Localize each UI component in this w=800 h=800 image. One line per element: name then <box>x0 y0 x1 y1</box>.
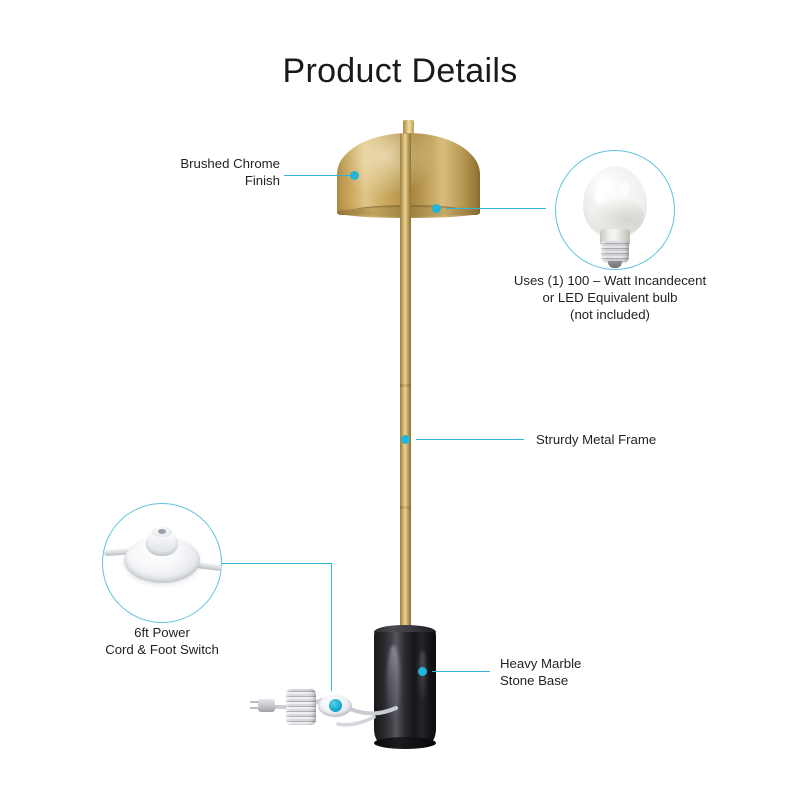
lamp-base-bottom <box>374 737 436 749</box>
lamp-pole <box>400 134 411 640</box>
lamp-pole-seam-upper <box>400 384 411 387</box>
annotation-line: Finish <box>244 173 280 188</box>
leader-line-cord-horizontal <box>222 563 332 564</box>
annotation-line: 6ft Power <box>134 625 190 640</box>
annotation-brushed-chrome-finish: Brushed Chrome Finish <box>120 155 280 189</box>
annotation-line: (not included) <box>570 307 650 322</box>
annotation-line: Uses (1) 100 – Watt Incandecent <box>513 273 707 288</box>
annotation-line: Stone Base <box>500 673 569 688</box>
coiled-cord <box>286 689 316 725</box>
leader-line-bulb <box>446 208 546 209</box>
lamp-marble-base <box>374 632 436 745</box>
page-title: Product Details <box>282 52 518 90</box>
annotation-line: Heavy Marble <box>500 656 582 671</box>
lamp-finial <box>403 120 414 136</box>
marker-dot-pole <box>401 435 410 444</box>
marker-dot-base <box>418 667 427 676</box>
plug-prong-upper <box>250 701 259 703</box>
lamp-base-highlight-secondary <box>419 650 426 702</box>
marker-dot-lamp-shade <box>350 171 359 180</box>
annotation-power-cord-switch: 6ft Power Cord & Foot Switch <box>45 624 279 658</box>
marker-dot-bulb <box>432 204 441 213</box>
leader-line-brushed-chrome <box>284 175 350 176</box>
annotation-marble-stone-base: Heavy Marble Stone Base <box>500 655 680 689</box>
leader-line-metal-frame <box>416 439 524 440</box>
lamp-base-highlight <box>387 645 400 723</box>
annotation-sturdy-metal-frame: Strurdy Metal Frame <box>536 431 756 448</box>
foot-switch-button <box>329 699 342 712</box>
annotation-line: Brushed Chrome <box>180 156 280 171</box>
annotation-line: Cord & Foot Switch <box>105 642 219 657</box>
plug-prong-lower <box>250 707 259 709</box>
power-plug <box>258 699 275 712</box>
leader-line-cord-vertical <box>331 563 332 691</box>
annotation-line: or LED Equivalent bulb <box>542 290 678 305</box>
leader-line-marble-base <box>432 671 490 672</box>
annotation-line: Strurdy Metal Frame <box>536 432 657 447</box>
annotation-bulb-spec: Uses (1) 100 – Watt Incandecent or LED E… <box>465 272 755 323</box>
lamp-pole-seam-lower <box>400 506 411 509</box>
